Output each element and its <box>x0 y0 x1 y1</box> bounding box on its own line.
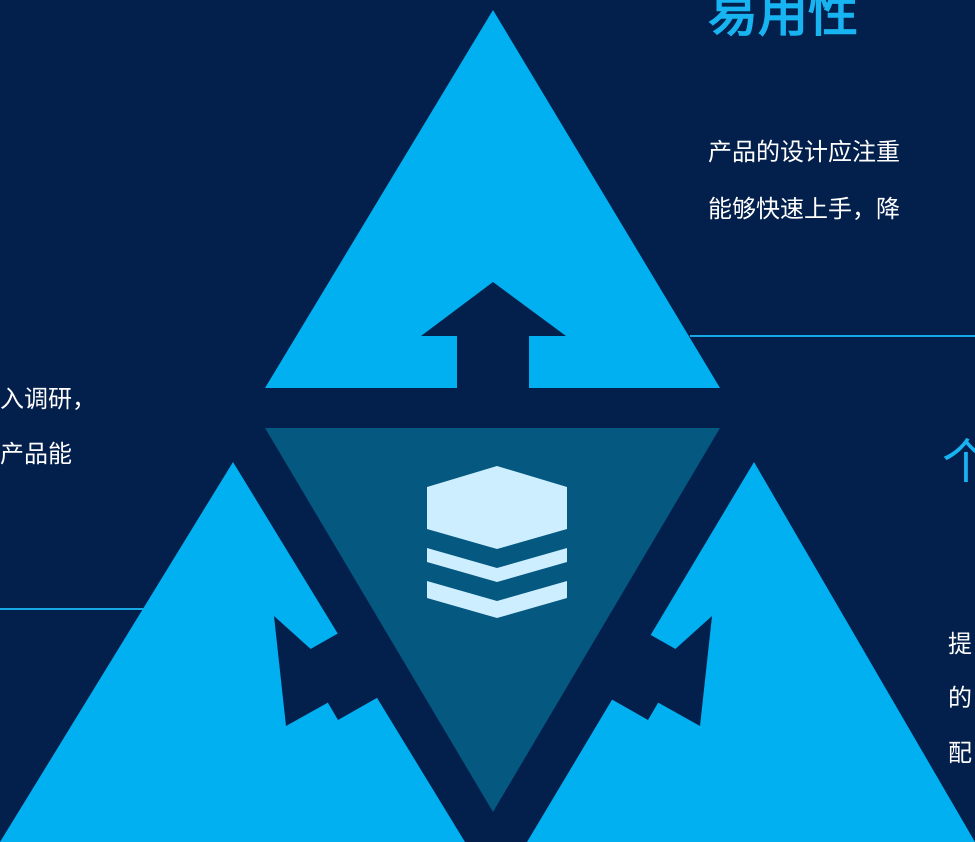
layers-stack-icon <box>427 466 567 618</box>
right-section-line-3: 配 <box>948 739 972 767</box>
bottom-right-triangle <box>527 462 975 842</box>
top-section-line-1: 产品的设计应注重 <box>708 138 900 166</box>
top-section-line-2: 能够快速上手，降 <box>708 195 900 223</box>
left-section-line-2: 产品能 <box>0 440 72 468</box>
right-section-line-2: 的 <box>948 684 972 712</box>
left-section-line-1: 入调研， <box>0 385 96 413</box>
down-left-arrow-shaft <box>300 630 382 720</box>
right-section-heading: 个 <box>942 434 975 490</box>
bottom-left-triangle <box>0 462 465 842</box>
down-right-arrow-shaft <box>604 630 686 720</box>
top-triangle <box>265 10 720 388</box>
up-arrow-icon <box>421 282 566 388</box>
top-section-heading: 易用性 <box>708 0 858 43</box>
right-section-line-1: 提 <box>948 630 972 658</box>
center-triangle <box>265 428 720 812</box>
